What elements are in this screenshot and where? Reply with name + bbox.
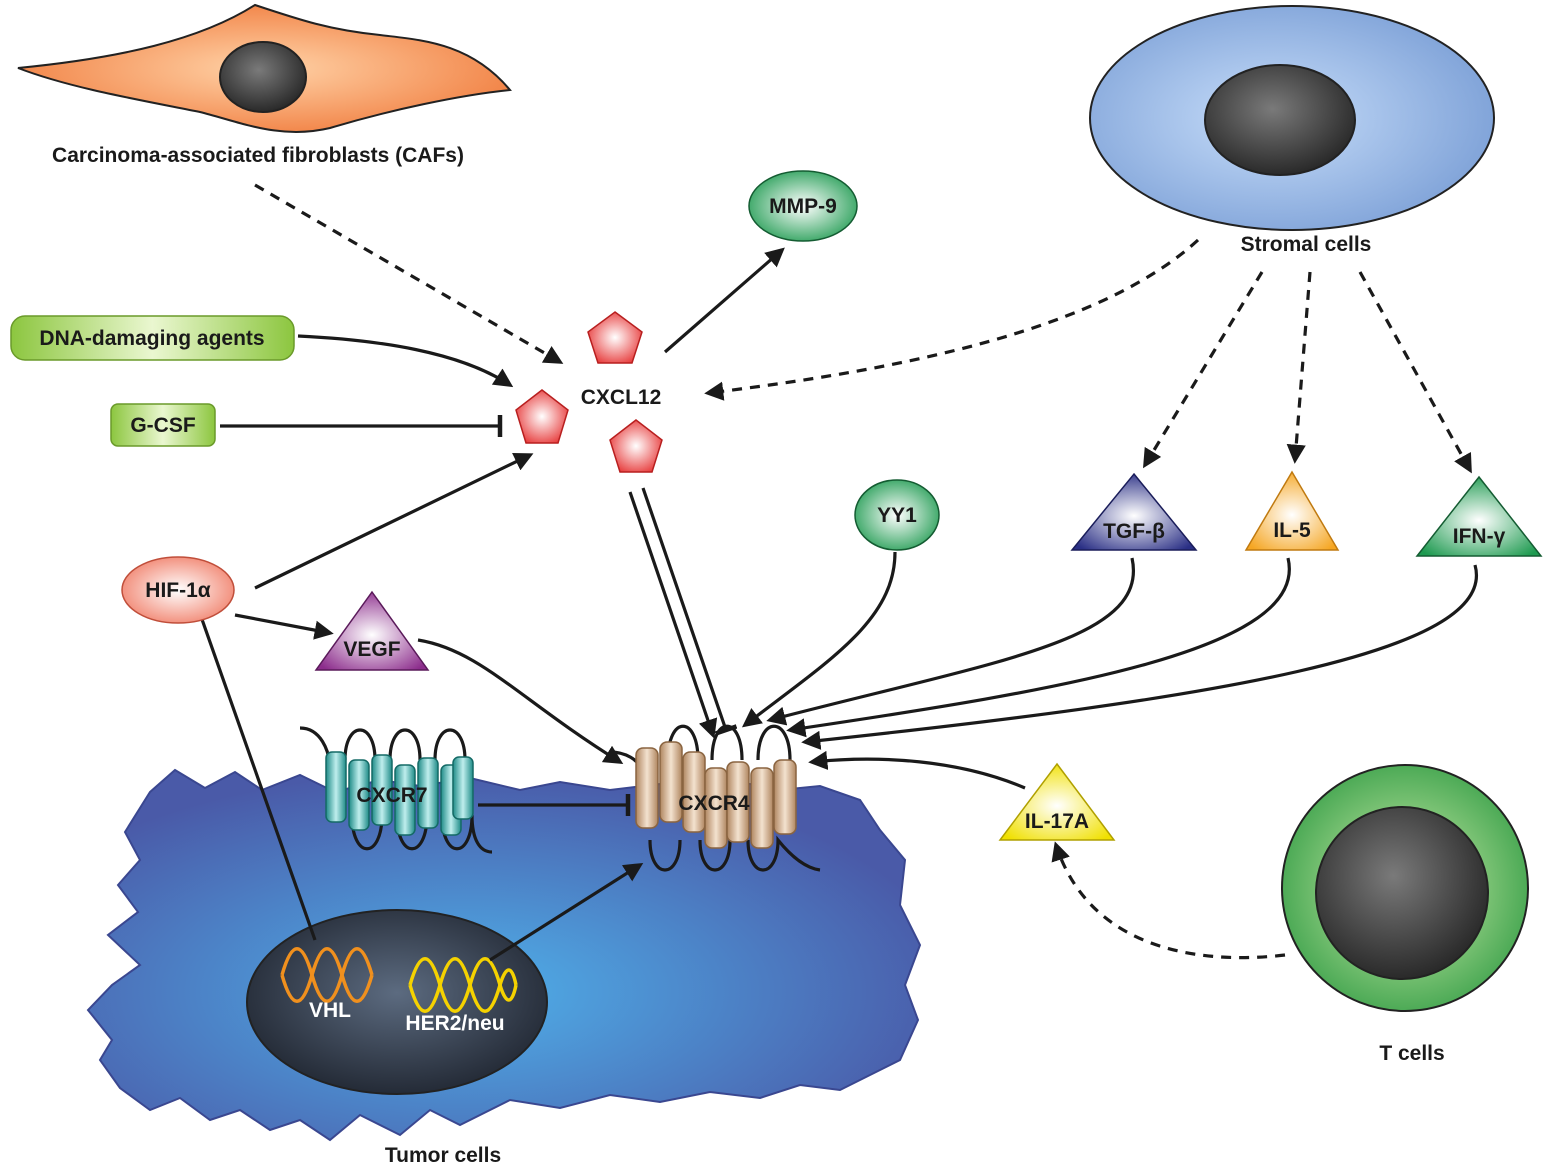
dna-damaging-node: DNA-damaging agents [10, 315, 295, 361]
tumor-cell [86, 768, 922, 1142]
vhl-label: VHL [309, 999, 351, 1022]
cxcl12-binds-cxcr4-line-a [628, 491, 718, 739]
caf-label: Carcinoma-associated fibroblasts (CAFs) [52, 144, 464, 167]
vegf-label: VEGF [343, 638, 400, 661]
cxcr4-label: CXCR4 [678, 792, 750, 815]
tumor-label: Tumor cells [385, 1144, 501, 1167]
tumor-nucleus [246, 909, 548, 1095]
stromal-to-tgfb-arrow [1143, 271, 1264, 469]
cxcl12-pentagon-3 [609, 419, 663, 473]
il17a-node: IL-17A [998, 762, 1116, 841]
dna-label: DNA-damaging agents [39, 327, 264, 350]
cxcl12-ligands [515, 311, 663, 473]
yy1-label: YY1 [877, 504, 917, 527]
mmp9-label: MMP-9 [769, 195, 837, 218]
il17a-label: IL-17A [1025, 810, 1089, 833]
hif-to-cxcl12-arrow [254, 453, 534, 590]
tgfb-label: TGF-β [1103, 520, 1165, 543]
cxcl12-to-mmp9-arrow [663, 247, 785, 354]
tgfb-node: TGF-β [1070, 472, 1198, 551]
il5-to-cxcr4-arrow [786, 557, 1291, 738]
yy1-to-cxcr4-arrow [741, 551, 897, 728]
t-cell [1281, 764, 1529, 1012]
hif-label: HIF-1α [145, 579, 211, 602]
mmp9-node: MMP-9 [748, 170, 858, 242]
stromal-cell [1089, 5, 1495, 231]
t-cell-nucleus [1315, 806, 1489, 980]
cxcr7-receptor [299, 726, 493, 854]
cxcl12-pentagon-1 [587, 311, 643, 364]
cxcr7-label: CXCR7 [356, 784, 427, 807]
caf-to-cxcl12-arrow [254, 183, 564, 364]
yy1-node: YY1 [854, 479, 940, 551]
gcsf-label: G-CSF [130, 414, 196, 437]
stromal-nucleus [1204, 64, 1356, 176]
gcsf-node: G-CSF [110, 403, 216, 447]
stromal-to-cxcl12-arrow [704, 238, 1200, 401]
hif-to-vegf-arrow [234, 613, 334, 640]
cxcl12-binds-cxcr4-line-b [641, 487, 738, 736]
caf-cell [17, 3, 512, 133]
ifng-node: IFN-γ [1415, 475, 1543, 557]
connectors [186, 183, 1479, 962]
ifng-to-cxcr4-arrow [801, 564, 1479, 750]
caf-nucleus [219, 41, 307, 113]
her2-to-cxcr4-arrow [489, 862, 644, 962]
il5-node: IL-5 [1244, 470, 1340, 551]
vegf-to-cxcr4-arrow [417, 638, 624, 765]
cxcr4-receptor [609, 724, 821, 872]
cxcl12-pentagon-2 [515, 389, 569, 444]
vegf-node: VEGF [314, 590, 430, 671]
stromal-label: Stromal cells [1241, 233, 1372, 256]
vhl-gene-icon [280, 947, 374, 1003]
tcell-to-il17a-arrow [1051, 841, 1286, 960]
dna-to-cxcl12-arrow [297, 334, 514, 388]
ifng-label: IFN-γ [1453, 525, 1506, 548]
cxcl12-label: CXCL12 [581, 386, 662, 409]
vhl-inhibits-hif [186, 602, 317, 941]
her2-gene-icon [408, 957, 518, 1013]
tgfb-to-cxcr4-arrow [766, 557, 1136, 726]
stromal-to-il5-arrow [1286, 271, 1312, 464]
tcells-label: T cells [1379, 1042, 1444, 1065]
il5-label: IL-5 [1273, 519, 1311, 542]
stromal-to-ifng-arrow [1358, 271, 1472, 474]
hif1a-node: HIF-1α [121, 556, 235, 624]
il17a-to-cxcr4-arrow [808, 750, 1026, 790]
her2-label: HER2/neu [405, 1012, 504, 1035]
